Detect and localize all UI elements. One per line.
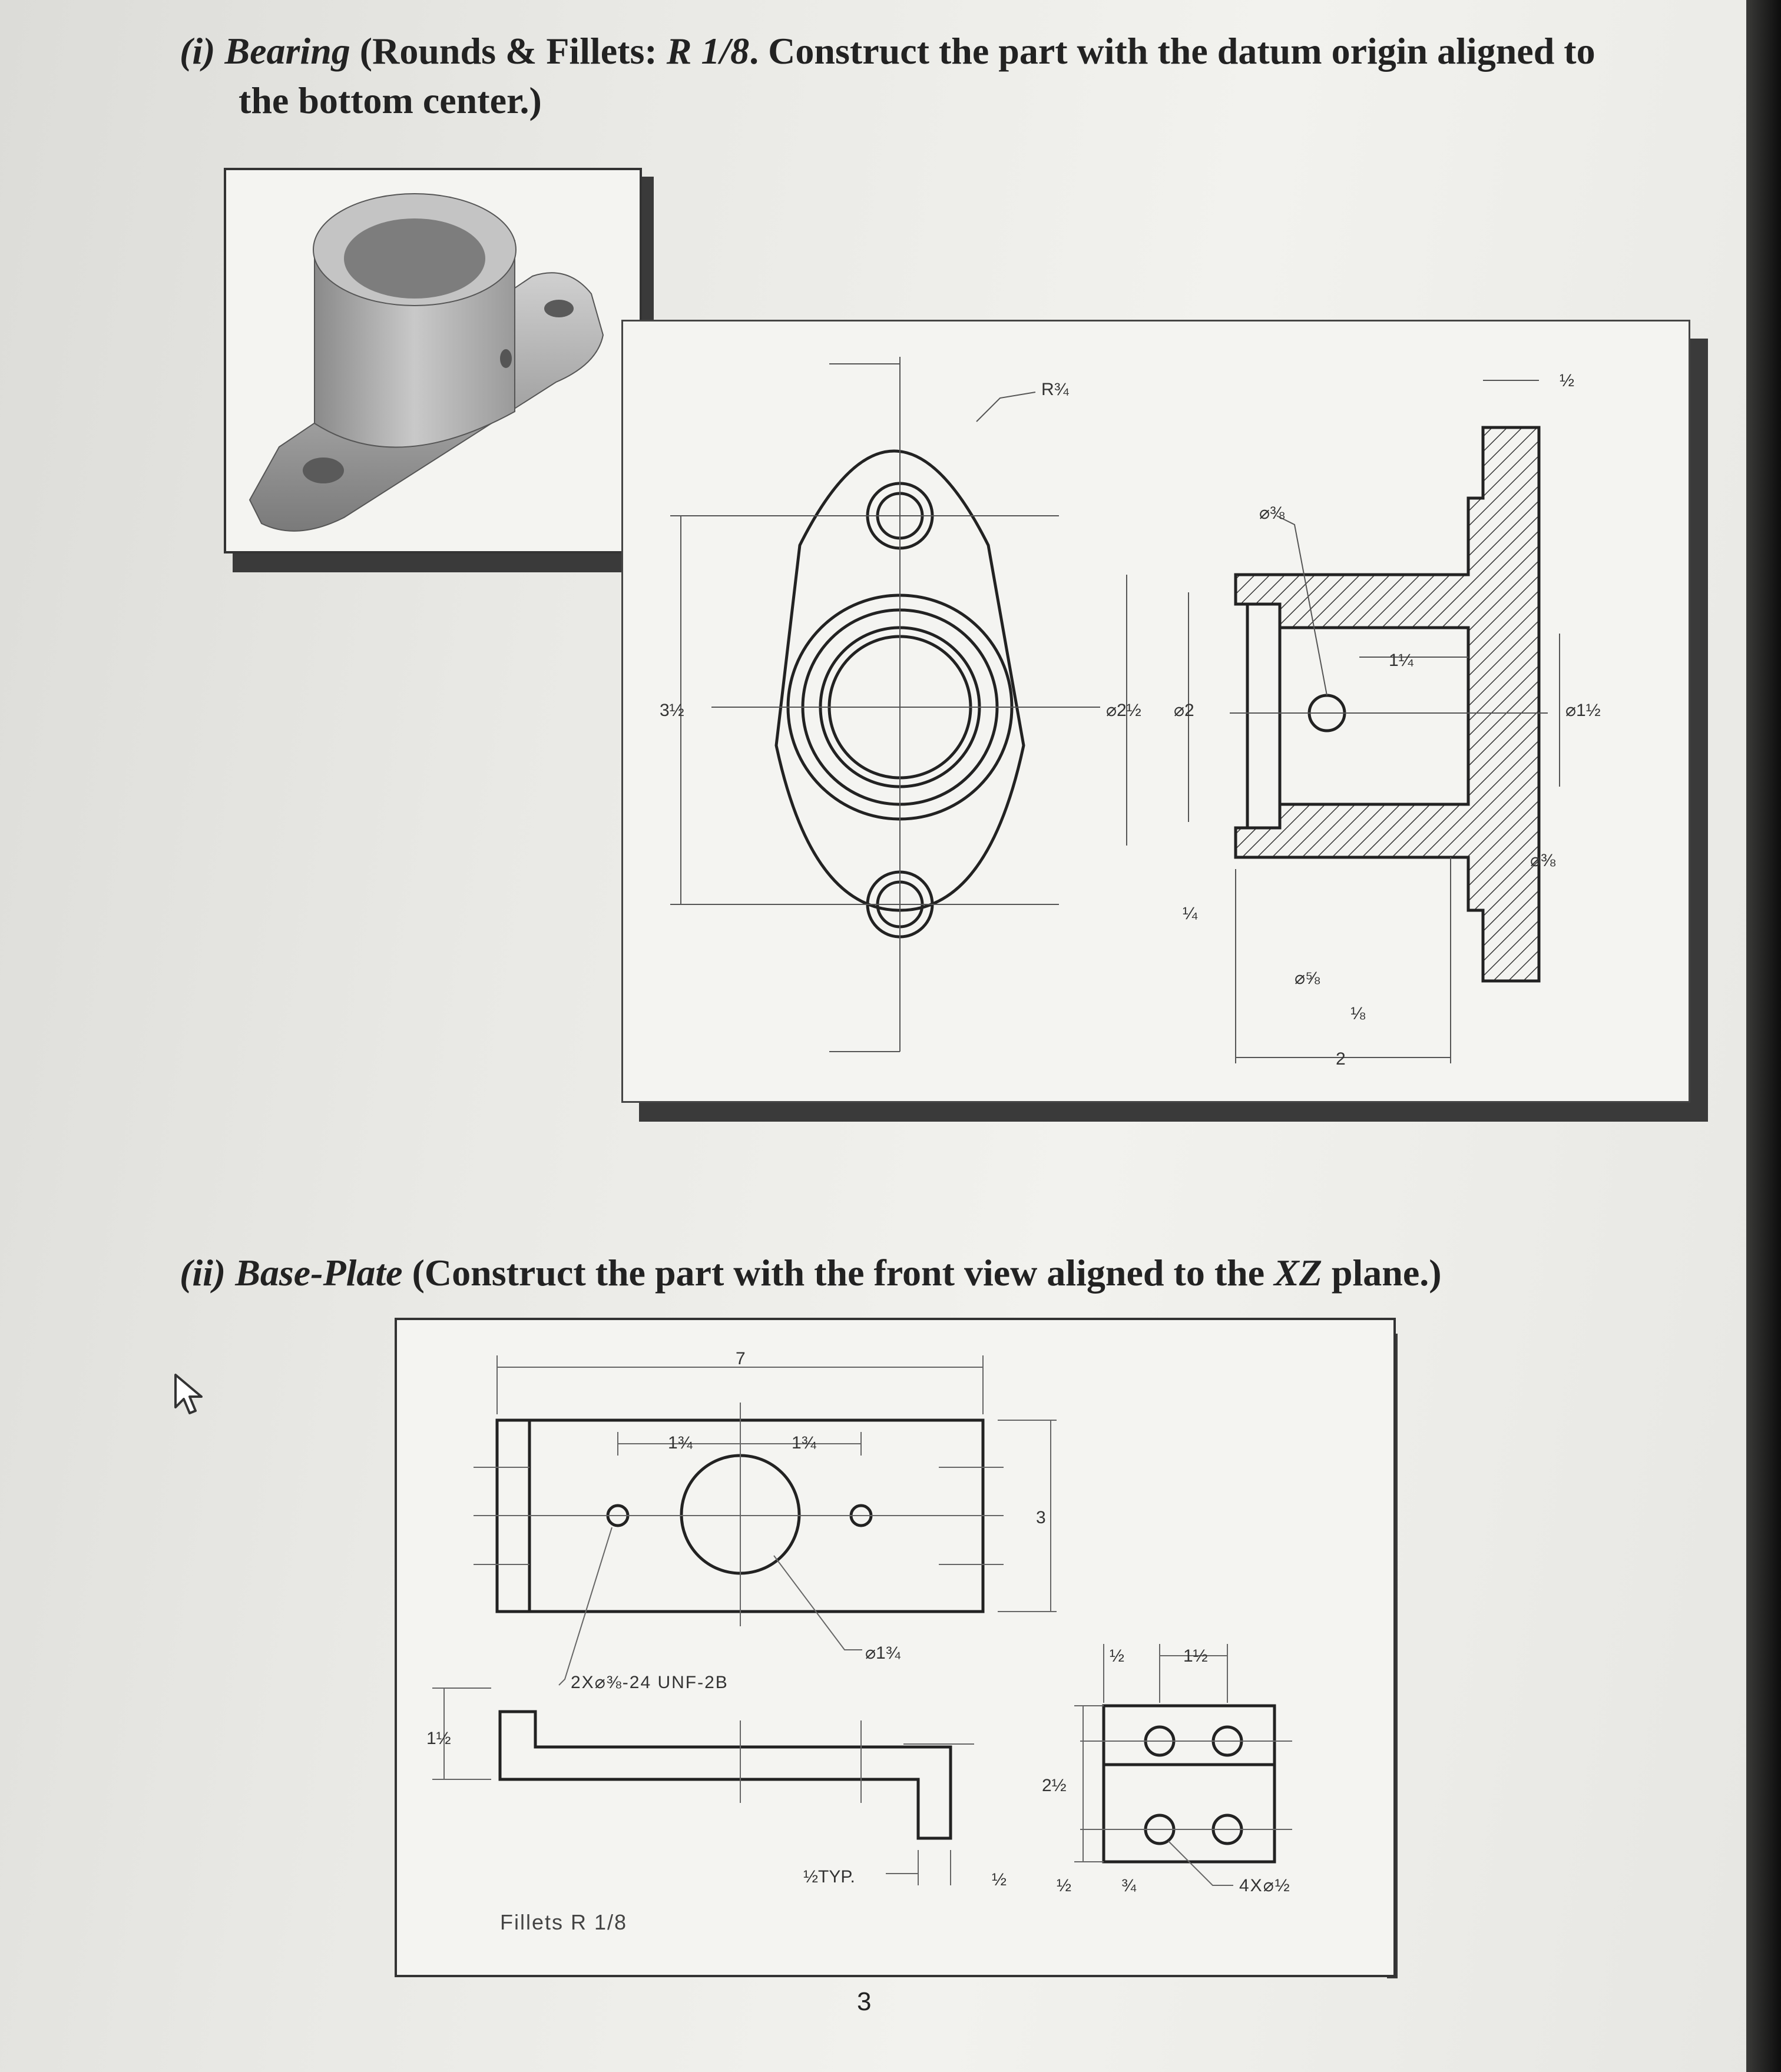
fillets-note: Fillets R 1/8: [500, 1910, 627, 1934]
dim-height: 3: [1036, 1508, 1046, 1527]
bearing-drawing: 3½ R¾ ⌀2½ ⌀2 ⌀⅜: [660, 357, 1601, 1069]
bearing-drawing-panel: 3½ R¾ ⌀2½ ⌀2 ⌀⅜: [621, 320, 1690, 1103]
part-number: (ii): [180, 1252, 226, 1294]
baseplate-drawing-panel: 7 1¾ 1¾ 3 2X⌀⅜-24 UNF-2B ⌀1¾ 1½ ½TYP. ½: [395, 1318, 1396, 1977]
dim-width: 7: [736, 1349, 746, 1368]
bearing-iso-panel: [224, 168, 642, 553]
dim-top-radius: R¾: [1041, 380, 1070, 399]
dim-half: ½: [992, 1870, 1007, 1889]
page-number: 3: [857, 1987, 872, 2016]
mouse-cursor-icon: [174, 1374, 203, 1414]
part-desc-line2: the bottom center.): [239, 79, 542, 121]
dim-holes: 4X⌀½: [1239, 1876, 1291, 1895]
bearing-section-view: [1234, 426, 1541, 983]
dim-right-spacing: 1¾: [792, 1433, 817, 1453]
part-name: Bearing: [224, 30, 350, 72]
fillet-radius: R 1/8: [666, 30, 750, 72]
bearing-heading: (i) Bearing (Rounds & Fillets: R 1/8. Co…: [180, 26, 1687, 125]
dim-counterbore: ⌀⅝: [1295, 969, 1320, 988]
dim-left-wall: ¼: [1183, 904, 1198, 923]
dim-top-wall: ½: [1560, 371, 1574, 390]
baseplate-side-view: [1102, 1704, 1276, 1864]
dim-right-small: ⌀⅜: [1530, 851, 1556, 870]
part-number: (i): [180, 30, 216, 72]
dim-side-spacing: 1½: [1183, 1646, 1208, 1666]
dim-side-height: 2½: [1042, 1776, 1067, 1795]
part-desc: (Construct the part with the front view …: [402, 1252, 1274, 1294]
bearing-iso-image: [249, 193, 604, 532]
dim-small-hole: ⌀⅜: [1259, 503, 1285, 523]
part-desc-cont: . Construct the part with the datum orig…: [749, 30, 1595, 72]
dim-left-spacing: 1¾: [668, 1433, 693, 1453]
part-desc-end: plane.): [1322, 1252, 1442, 1294]
dim-typ: ½TYP.: [803, 1867, 855, 1887]
baseplate-front-view: [498, 1710, 952, 1840]
baseplate-drawing: 7 1¾ 1¾ 3 2X⌀⅜-24 UNF-2B ⌀1¾ 1½ ½TYP. ½: [426, 1349, 1292, 1934]
dim-offset: 1¼: [1389, 651, 1414, 670]
thread-note: 2X⌀⅜-24 UNF-2B: [571, 1673, 729, 1692]
dim-left-height: 1½: [426, 1729, 451, 1748]
dim-depth: 2: [1336, 1049, 1346, 1069]
part-name: Base-Plate: [235, 1252, 403, 1294]
dim-right-dia: ⌀1½: [1565, 701, 1601, 720]
dim-side-top: ½: [1110, 1646, 1124, 1666]
baseplate-heading: (ii) Base-Plate (Construct the part with…: [180, 1248, 1687, 1298]
part-desc: (Rounds & Fillets:: [350, 30, 667, 72]
dim-height: 3½: [660, 701, 684, 720]
dim-side-half: ½: [1057, 1876, 1071, 1895]
dim-bore: ⌀1¾: [865, 1643, 901, 1663]
plane-name: XZ: [1274, 1252, 1322, 1294]
screen-bezel: [1746, 0, 1781, 2072]
dim-inner-dia: ⌀2: [1174, 701, 1194, 720]
dim-bottom-step: ⅛: [1350, 1004, 1366, 1023]
dim-outer-dia: ⌀2½: [1106, 701, 1141, 720]
dim-side-three-q: ¾: [1121, 1876, 1137, 1895]
